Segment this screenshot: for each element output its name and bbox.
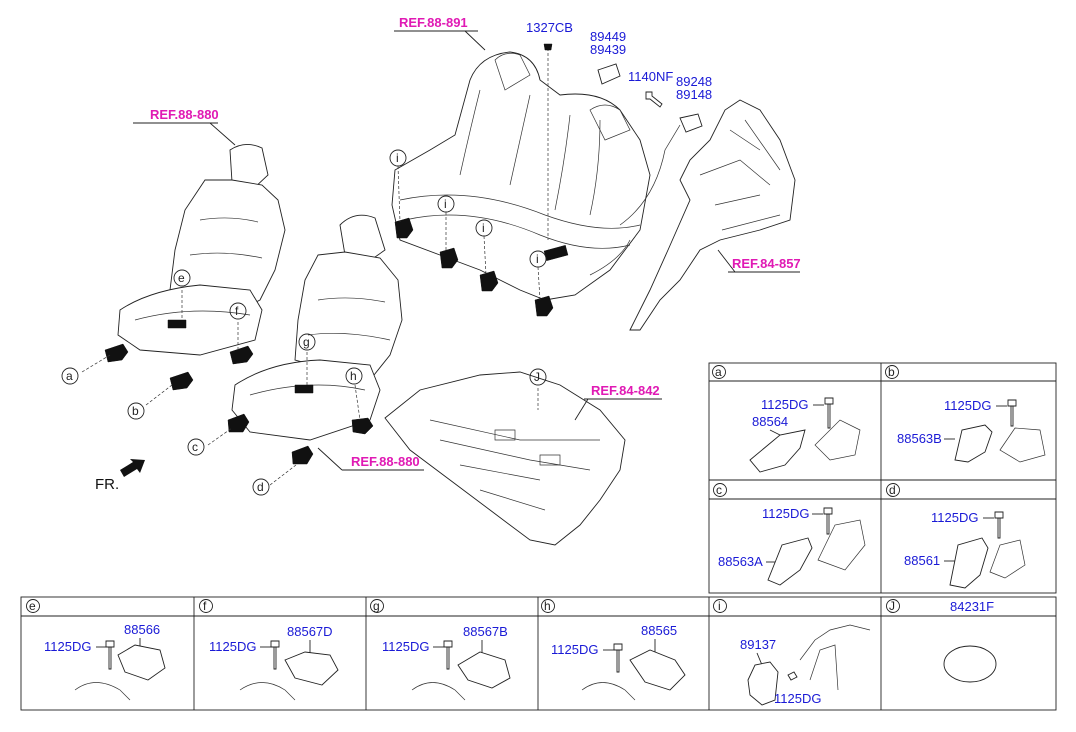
svg-text:J: J bbox=[534, 370, 540, 384]
front-seat-left-drawing bbox=[81, 144, 286, 406]
svg-text:i: i bbox=[718, 599, 721, 613]
svg-text:1125DG: 1125DG bbox=[774, 691, 821, 706]
part-number-1140nf: 1140NF bbox=[628, 69, 673, 84]
front-seat-right-drawing bbox=[207, 214, 403, 486]
detail-cell-e: e 1125DG 88566 bbox=[26, 599, 166, 701]
ref-front-seat-label-2: REF.88-880 bbox=[351, 454, 420, 469]
detail-cell-a: a 1125DG 88564 bbox=[712, 365, 861, 473]
svg-text:h: h bbox=[350, 369, 357, 383]
callout-e: e bbox=[173, 269, 191, 287]
svg-text:88561: 88561 bbox=[904, 553, 940, 568]
svg-text:i: i bbox=[482, 221, 485, 235]
detail-cell-h: h 1125DG 88565 bbox=[541, 599, 686, 701]
part-number-89148: 89148 bbox=[676, 87, 712, 102]
callout-f: f bbox=[229, 302, 247, 320]
ref-side-trim-label: REF.84-857 bbox=[732, 256, 801, 271]
part-number-89248: 89248 bbox=[676, 74, 712, 89]
svg-text:1125DG: 1125DG bbox=[209, 639, 256, 654]
svg-text:1125DG: 1125DG bbox=[931, 510, 978, 525]
svg-text:f: f bbox=[235, 304, 239, 318]
detail-cell-f: f 1125DG 88567D bbox=[199, 599, 339, 701]
detail-cell-d: d 1125DG 88561 bbox=[886, 483, 1026, 589]
svg-text:88567D: 88567D bbox=[287, 624, 333, 639]
svg-text:88565: 88565 bbox=[641, 623, 677, 638]
svg-text:88563B: 88563B bbox=[897, 431, 942, 446]
detail-grid-right bbox=[708, 362, 1057, 594]
callout-g: g bbox=[298, 333, 316, 351]
svg-text:84231F: 84231F bbox=[950, 599, 994, 614]
detail-cell-b: b 1125DG 88563B bbox=[885, 365, 1046, 463]
detail-grid-bottom bbox=[20, 596, 1057, 711]
svg-text:c: c bbox=[192, 440, 198, 454]
svg-text:J: J bbox=[889, 599, 895, 613]
ref-rear-seat-label: REF.88-891 bbox=[399, 15, 468, 30]
part-number-1327cb: 1327CB bbox=[526, 20, 573, 35]
svg-text:88566: 88566 bbox=[124, 622, 160, 637]
svg-text:1125DG: 1125DG bbox=[762, 506, 809, 521]
front-direction-arrow-icon bbox=[120, 459, 145, 477]
part-number-89449: 89449 bbox=[590, 29, 626, 44]
svg-text:i: i bbox=[536, 252, 539, 266]
callout-i: i bbox=[389, 149, 407, 167]
callout-c: c bbox=[187, 438, 205, 456]
svg-text:b: b bbox=[888, 365, 895, 379]
callout-a: a bbox=[61, 367, 79, 385]
svg-text:e: e bbox=[178, 271, 185, 285]
plug-84231f-shape bbox=[943, 645, 997, 683]
svg-text:a: a bbox=[66, 369, 73, 383]
svg-text:g: g bbox=[303, 335, 310, 349]
rear-seat-drawing bbox=[391, 48, 681, 317]
svg-text:c: c bbox=[716, 483, 722, 497]
front-direction-label: FR. bbox=[95, 476, 119, 493]
svg-text:88567B: 88567B bbox=[463, 624, 508, 639]
svg-text:1125DG: 1125DG bbox=[944, 398, 991, 413]
svg-text:88563A: 88563A bbox=[718, 554, 763, 569]
svg-text:h: h bbox=[544, 599, 551, 613]
floor-drawing bbox=[384, 371, 626, 546]
callout-d: d bbox=[252, 478, 270, 496]
svg-text:b: b bbox=[132, 404, 139, 418]
svg-text:d: d bbox=[889, 483, 896, 497]
callout-j: J bbox=[529, 368, 547, 386]
svg-text:a: a bbox=[715, 365, 722, 379]
svg-text:e: e bbox=[29, 599, 36, 613]
detail-cell-c: c 1125DG 88563A bbox=[713, 483, 866, 586]
svg-text:d: d bbox=[257, 480, 264, 494]
part-number-89439: 89439 bbox=[590, 42, 626, 57]
svg-text:1125DG: 1125DG bbox=[551, 642, 598, 657]
callout-h: h bbox=[345, 367, 363, 385]
svg-text:i: i bbox=[396, 151, 399, 165]
callout-b: b bbox=[127, 402, 145, 420]
ref-floor-label: REF.84-842 bbox=[591, 383, 660, 398]
detail-cell-g: g 1125DG 88567B bbox=[370, 599, 511, 701]
svg-text:i: i bbox=[444, 197, 447, 211]
svg-text:g: g bbox=[373, 599, 380, 613]
svg-text:88564: 88564 bbox=[752, 414, 788, 429]
svg-text:1125DG: 1125DG bbox=[44, 639, 91, 654]
detail-cell-j: J 84231F bbox=[886, 599, 997, 683]
ref-front-seat-label: REF.88-880 bbox=[150, 107, 219, 122]
svg-text:1125DG: 1125DG bbox=[761, 397, 808, 412]
side-trim-drawing bbox=[629, 99, 796, 331]
svg-text:f: f bbox=[203, 599, 207, 613]
svg-text:89137: 89137 bbox=[740, 637, 776, 652]
svg-text:1125DG: 1125DG bbox=[382, 639, 429, 654]
detail-cell-i: i 89137 1125DG bbox=[713, 599, 871, 706]
